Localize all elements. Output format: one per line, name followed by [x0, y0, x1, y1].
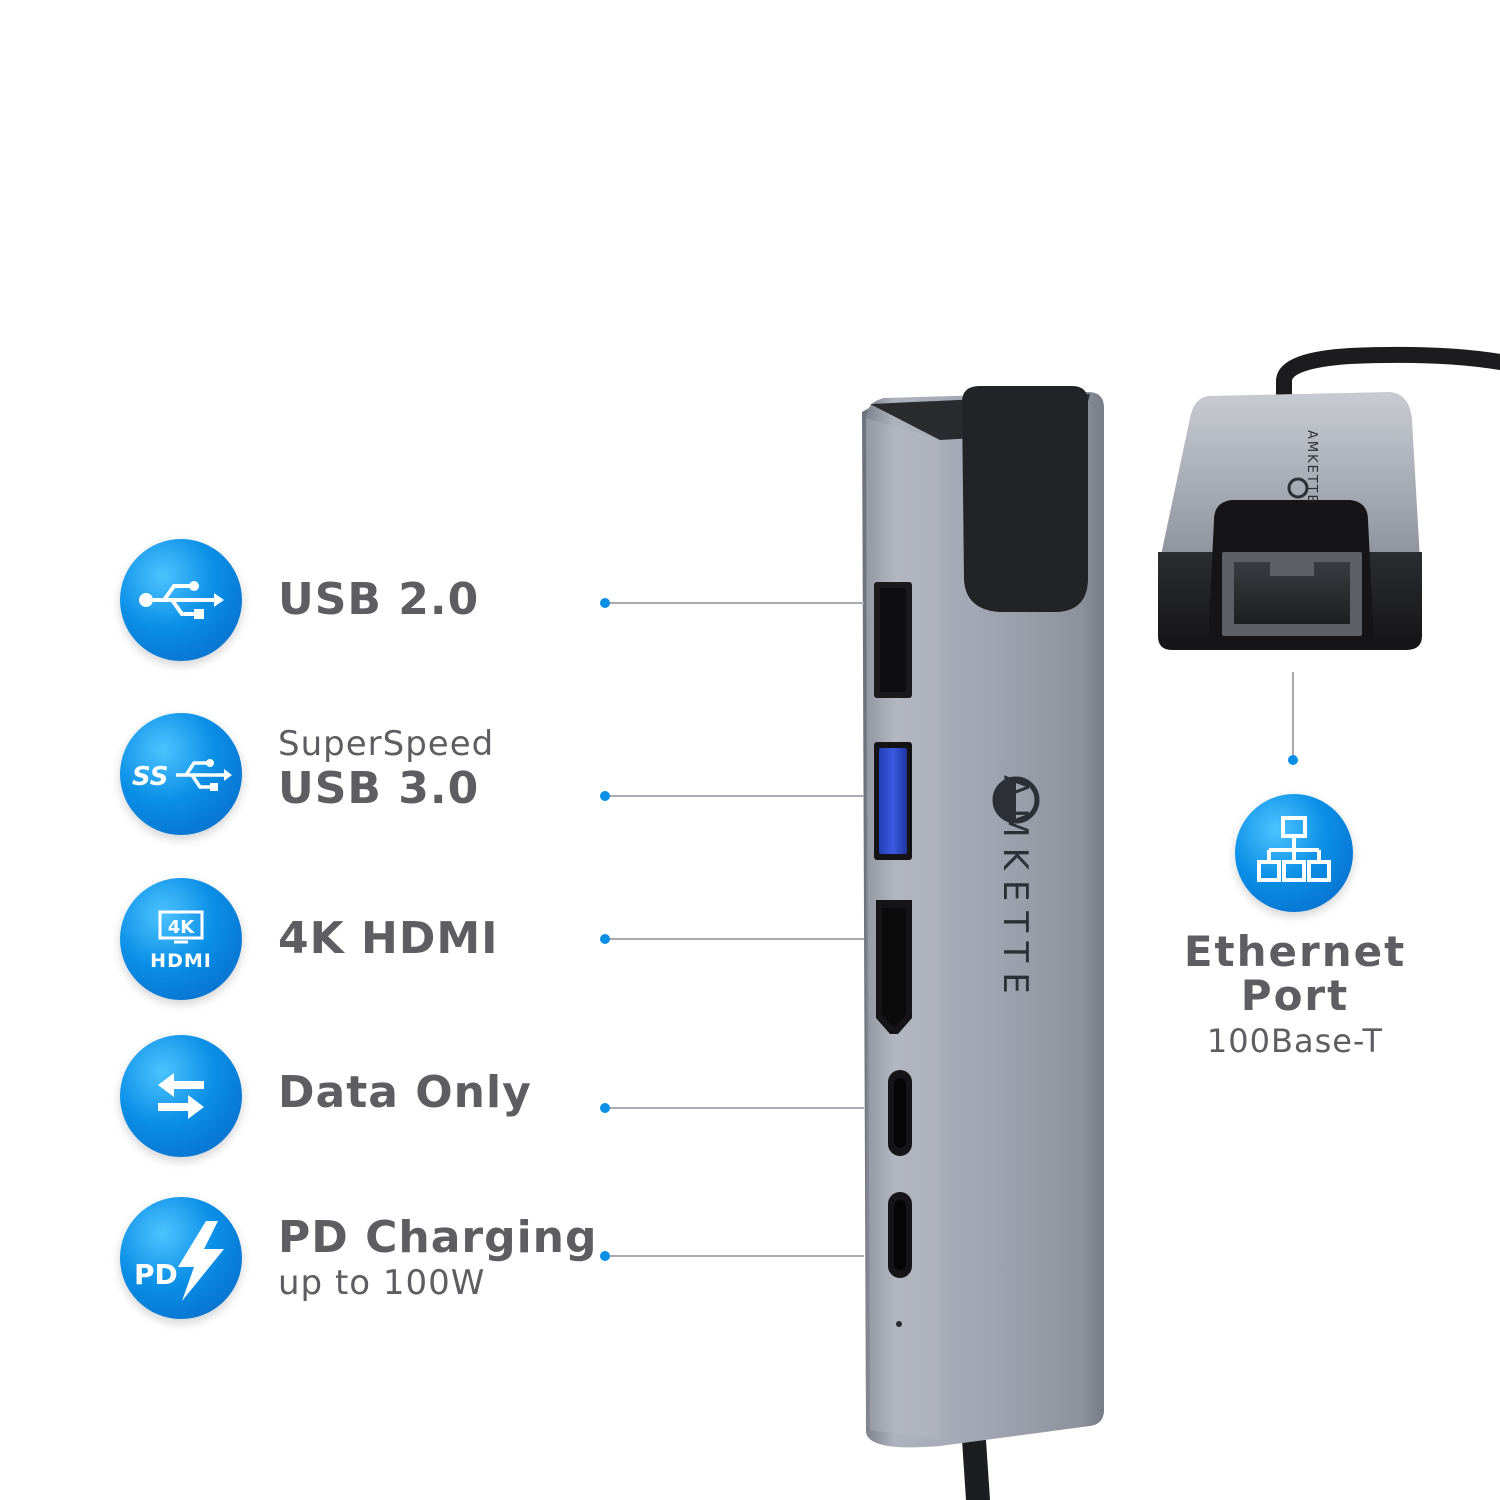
feature-usb3-subtitle: SuperSpeed — [278, 724, 495, 764]
usb-icon — [120, 539, 242, 661]
hub-brand-label: AMKETTE — [995, 775, 1035, 1004]
feature-ethernet: Ethernet Port 100Base-T — [1140, 930, 1450, 1064]
ethernet-cable — [1276, 346, 1500, 410]
feature-usb3-title: USB 3.0 — [278, 763, 480, 814]
ethernet-title-line1: Ethernet — [1183, 927, 1407, 976]
svg-text:SS: SS — [132, 762, 169, 792]
ethernet-subtitle: 100Base-T — [1206, 1022, 1384, 1060]
hub-ethernet-housing — [962, 386, 1088, 612]
leader-lines — [606, 602, 1294, 1257]
adapter-brand-text: AMKETTE — [1304, 430, 1319, 505]
svg-text:HDMI: HDMI — [150, 950, 212, 972]
brand-logo — [992, 776, 1040, 824]
feature-usb3: SuperSpeed USB 3.0 — [278, 724, 494, 814]
data-transfer-icon — [120, 1035, 242, 1157]
hdmi-4k-icon: 4K HDMI — [120, 878, 242, 1000]
svg-text:PD: PD — [134, 1258, 178, 1291]
ethernet-title-line2: Port — [1240, 971, 1350, 1020]
feature-usb2-title: USB 2.0 — [278, 574, 480, 625]
leader-dots — [600, 598, 1298, 1261]
feature-pd-subtitle: up to 100W — [278, 1263, 486, 1303]
feature-data-only: Data Only — [278, 1068, 532, 1118]
hub-cable — [962, 1440, 990, 1500]
feature-pd-title: PD Charging — [278, 1212, 598, 1263]
feature-usb2: USB 2.0 — [278, 575, 479, 625]
feature-hdmi: 4K HDMI — [278, 914, 499, 964]
power-delivery-icon: PD — [120, 1197, 242, 1319]
feature-pd-charging: PD Charging up to 100W — [278, 1212, 598, 1304]
feature-data-only-title: Data Only — [278, 1067, 532, 1118]
network-icon — [1235, 794, 1353, 912]
feature-hdmi-title: 4K HDMI — [278, 913, 499, 964]
superspeed-usb-icon: SS — [120, 713, 242, 835]
hub-brand-text: AMKETTE — [990, 775, 1040, 1155]
led-indicator — [896, 1321, 902, 1327]
hub-body — [866, 392, 1104, 1448]
svg-text:4K: 4K — [168, 917, 196, 938]
